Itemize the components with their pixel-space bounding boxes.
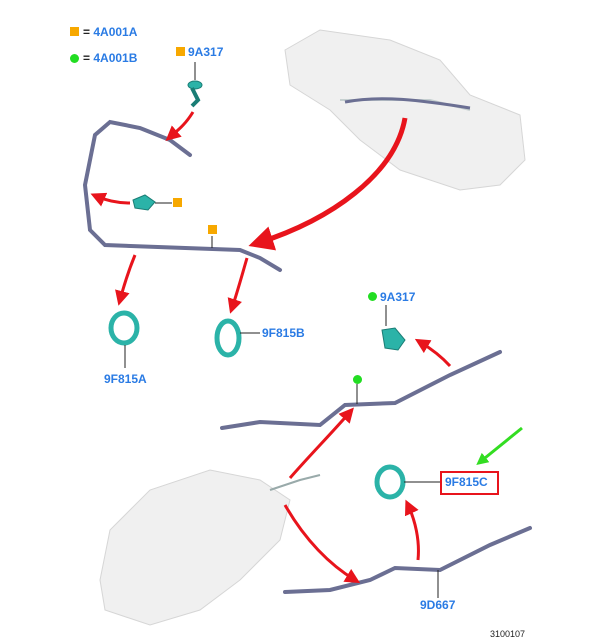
green-dot-icon [353, 375, 362, 384]
tube-lower [283, 526, 532, 594]
orange-square-icon [208, 225, 217, 234]
clip-9a317-top [187, 80, 203, 90]
tube-upper [82, 119, 282, 272]
highlight-arrow [476, 426, 523, 466]
legend-item-4a001b: = 4A001B [83, 51, 137, 65]
callout-9a317-green: 9A317 [380, 290, 416, 304]
equals-sign: = [83, 51, 91, 65]
tube-middle [220, 350, 502, 430]
orange-square-icon [173, 198, 182, 207]
orange-square-icon [176, 47, 185, 56]
equals-sign: = [83, 25, 91, 39]
legend-label: 4A001B [93, 51, 138, 65]
fuel-tank-bottom [99, 469, 291, 626]
clamp-9f815b [214, 318, 242, 358]
legend-item-4a001a: = 4A001A [83, 25, 137, 39]
orange-square-icon [70, 27, 79, 36]
highlight-box [440, 471, 499, 495]
green-dot-icon [70, 54, 79, 63]
clip-9a317-green [381, 327, 406, 351]
reference-number: 3100107 [490, 629, 526, 639]
tank-tube-top [344, 97, 471, 110]
connector-4a001a [132, 194, 156, 211]
legend-label: 4A001A [93, 25, 138, 39]
green-dot-icon [368, 292, 377, 301]
callout-9f815a: 9F815A [104, 372, 147, 386]
clamp-9f815a [108, 310, 140, 346]
callout-9f815c: 9F815C [445, 475, 488, 489]
fuel-tank-top [284, 29, 526, 191]
clamp-9f815c [374, 464, 406, 500]
callout-9f815b: 9F815B [262, 326, 305, 340]
callout-9d667: 9D667 [420, 598, 456, 612]
callout-9a317-top: 9A317 [188, 45, 224, 59]
